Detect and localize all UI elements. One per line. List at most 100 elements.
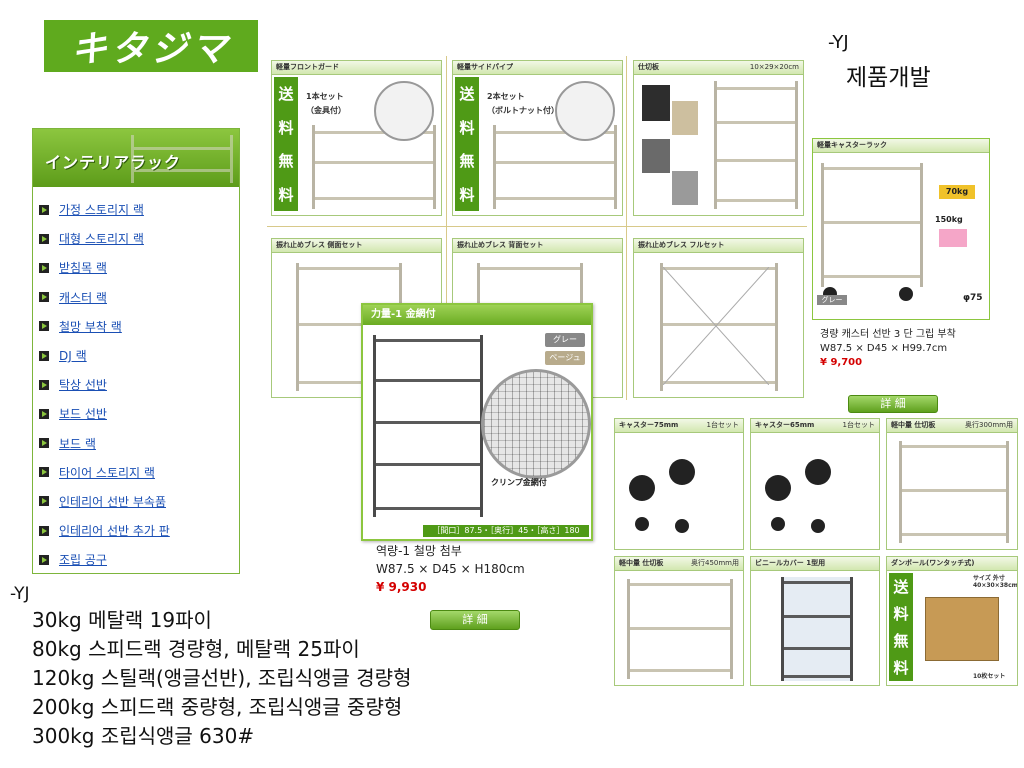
note-line: 200kg 스피드랙 중량형, 조립식앵글 중량형: [32, 695, 403, 719]
sidebar-item[interactable]: 보드 선반: [39, 399, 239, 428]
sidebar-item[interactable]: 인테리어 선반 부속품: [39, 487, 239, 516]
detail-button[interactable]: 詳 細: [848, 395, 938, 413]
sidebar-item[interactable]: 캐스터 랙: [39, 283, 239, 312]
arrow-bullet-icon: [39, 292, 49, 303]
set-note: 1本セット: [306, 92, 344, 101]
dimension-bar: ［間口］87.5・［奥行］45・［高さ］180: [423, 525, 589, 537]
product-size: W87.5 × D45 × H180cm: [376, 562, 525, 576]
caster-wheel-icon: [669, 459, 695, 485]
set-note: 2本セット: [487, 92, 525, 101]
cross-brace-icon: [663, 267, 769, 385]
sidebar-link[interactable]: 철망 부착 랙: [59, 319, 122, 334]
set-note: （ボルトナット付）: [487, 106, 559, 115]
sidebar-link[interactable]: 캐스터 랙: [59, 290, 107, 305]
arrow-bullet-icon: [39, 262, 49, 273]
sidebar-link[interactable]: 인테리어 선반 부속품: [59, 494, 166, 509]
caster-rack-card[interactable]: 軽量キャスターラック 70kg 150kg グレー φ75: [812, 138, 990, 320]
card-title: 振れ止めブレス フルセット: [634, 239, 803, 253]
product-card-front-guard[interactable]: 軽量フロントガード 送 料 無 料 1本セット （金具付）: [271, 60, 442, 216]
arrow-bullet-icon: [39, 525, 49, 536]
arrow-bullet-icon: [39, 438, 49, 449]
card-title: 振れ止めブレス 背面セット: [453, 239, 622, 253]
card-title: ダンボール(ワンタッチ式): [887, 557, 1017, 571]
load-capacity-notes: 30kg 메탈랙 19파이 80kg 스피드랙 경량형, 메탈랙 25파이 12…: [32, 606, 412, 751]
rack-decoration: [131, 135, 233, 183]
arrow-bullet-icon: [39, 204, 49, 215]
sidebar-link[interactable]: 받침목 랙: [59, 261, 107, 276]
card-title: ビニールカバー 1型用: [751, 557, 879, 571]
sidebar-item[interactable]: 대형 스토리지 랙: [39, 224, 239, 253]
caster-wheel-icon: [629, 475, 655, 501]
product-card-divider-450[interactable]: 軽中量 仕切板奥行450mm用: [614, 556, 744, 686]
sidebar-link[interactable]: 타이어 스토리지 랙: [59, 465, 155, 480]
color-tag-beige: ベージュ: [545, 351, 585, 365]
caster-wheel-icon: [675, 519, 689, 533]
sidebar-link[interactable]: 보드 랙: [59, 436, 96, 451]
product-name: 역량-1 철망 첨부: [376, 544, 462, 558]
caster-rack-illustration: [821, 163, 923, 287]
sidebar-link[interactable]: 조립 공구: [59, 553, 107, 568]
brand-logo[interactable]: キタジマ: [44, 20, 258, 72]
free-shipping-char: 無: [893, 632, 909, 650]
sidebar-link[interactable]: 대형 스토리지 랙: [59, 232, 144, 247]
weight-label: 150kg: [935, 215, 963, 224]
free-shipping-char: 無: [459, 152, 475, 171]
card-title-text: 軽中量 仕切板: [891, 421, 936, 429]
covered-rack-illustration: [781, 577, 853, 681]
sidebar-item[interactable]: 철망 부착 랙: [39, 312, 239, 341]
product-card-brace-full[interactable]: 振れ止めブレス フルセット: [633, 238, 804, 398]
caster-wheel-icon: [899, 287, 913, 301]
category-sidebar: インテリアラック 가정 스토리지 랙 대형 스토리지 랙 받침목 랙 캐스터 랙…: [32, 128, 240, 574]
sidebar-item[interactable]: DJ 랙: [39, 341, 239, 370]
product-card-divider-300[interactable]: 軽中量 仕切板 奥行300mm用: [886, 418, 1018, 550]
sidebar-item[interactable]: 타이어 스토리지 랙: [39, 458, 239, 487]
grid-divider: [267, 226, 807, 227]
note-line: 300kg 조립식앵글 630#: [32, 724, 255, 748]
product-card-vinyl-cover[interactable]: ビニールカバー 1型用: [750, 556, 880, 686]
weight-badge: 70kg: [939, 185, 975, 199]
sidebar-link[interactable]: DJ 랙: [59, 349, 87, 364]
product-card-side-pipe[interactable]: 軽量サイドパイプ 送 料 無 料 2本セット （ボルトナット付）: [452, 60, 623, 216]
free-shipping-char: 送: [459, 85, 475, 104]
divider-silver: [672, 171, 698, 205]
sidebar-item[interactable]: 조립 공구: [39, 545, 239, 574]
sidebar-link[interactable]: 인테리어 선반 추가 판: [59, 524, 170, 539]
sidebar-item[interactable]: 인테리어 선반 추가 판: [39, 516, 239, 545]
caster-product-info: 경량 캐스터 선반 3 단 그립 부착 W87.5 × D45 × H99.7c…: [820, 328, 980, 370]
caster-wheel-icon: [805, 459, 831, 485]
card-title: 軽中量 仕切板奥行450mm用: [615, 557, 743, 571]
product-card-cardboard-box[interactable]: ダンボール(ワンタッチ式) 送 料 無 料 サイズ 外寸40×30×38cm 1…: [886, 556, 1018, 686]
product-card-caster-65[interactable]: キャスター65mm 1台セット: [750, 418, 880, 550]
free-shipping-band: 送 料 無 料: [455, 77, 479, 211]
product-price: ¥ 9,700: [820, 357, 863, 368]
sidebar-item[interactable]: 보드 랙: [39, 429, 239, 458]
sidebar-item[interactable]: 받침목 랙: [39, 253, 239, 282]
box-set-note: 10枚セット: [973, 673, 1006, 680]
detail-button[interactable]: 詳 細: [430, 610, 520, 630]
sidebar-title: インテリアラック: [45, 153, 182, 172]
sidebar-link[interactable]: 탁상 선반: [59, 378, 107, 393]
section-subtitle: 제품개발: [846, 65, 931, 91]
featured-product-card[interactable]: 力量-1 金網付 グレー ベージュ クリンプ金網付 ［間口］87.5・［奥行］4…: [361, 303, 593, 541]
card-title: 軽量キャスターラック: [813, 139, 989, 153]
arrow-bullet-icon: [39, 408, 49, 419]
caster-wheel-icon: [811, 519, 825, 533]
sidebar-item[interactable]: 가정 스토리지 랙: [39, 195, 239, 224]
arrow-bullet-icon: [39, 233, 49, 244]
sidebar-link[interactable]: 가정 스토리지 랙: [59, 203, 144, 218]
wire-rack-illustration: [373, 335, 483, 517]
card-title-text: キャスター65mm: [755, 421, 815, 429]
sidebar-item[interactable]: 탁상 선반: [39, 370, 239, 399]
note-line: 80kg 스피드랙 경량형, 메탈랙 25파이: [32, 637, 360, 661]
free-shipping-band: 送 料 無 料: [889, 573, 913, 681]
wire-mesh-zoom: [481, 369, 591, 479]
color-tag-gray: グレー: [545, 333, 585, 347]
card-spec: 1台セット: [842, 421, 875, 429]
sidebar-link[interactable]: 보드 선반: [59, 407, 107, 422]
free-shipping-char: 料: [893, 605, 909, 623]
card-spec: 奥行300mm用: [965, 421, 1013, 429]
divider-beige: [672, 101, 698, 135]
divider-gray: [642, 139, 670, 173]
